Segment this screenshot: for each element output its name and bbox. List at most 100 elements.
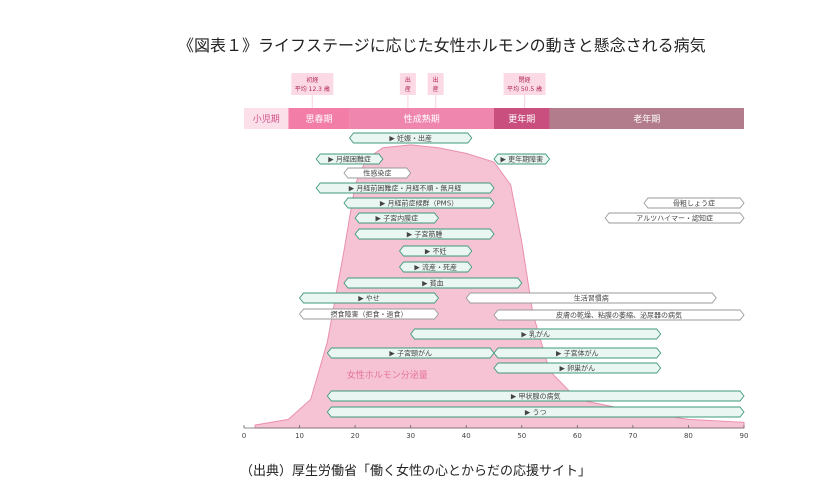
callout-label-2: 平均 50.5 歳: [507, 85, 542, 93]
x-tick-label: 60: [573, 432, 582, 440]
disease-bar-label: ▶ うつ: [525, 409, 547, 417]
disease-bar-label: ▶ 子宮内膜症: [375, 214, 418, 223]
disease-bar-label: 皮膚の乾燥、粘膜の萎縮、泌尿器の病気: [556, 311, 682, 320]
disease-bar-label: ▶ 子宮頸がん: [389, 349, 432, 358]
stage-1: [288, 108, 350, 129]
disease-bar-shape: [315, 153, 384, 165]
x-tick-label: 20: [351, 432, 360, 440]
disease-bar-shape: [493, 362, 662, 374]
disease-bar: ▶ 卵巣がん: [493, 362, 662, 374]
hormone-label: 女性ホルモン分泌量: [347, 369, 428, 381]
disease-bar: ▶ 貧血: [343, 277, 523, 289]
stage-label: 老年期: [633, 113, 660, 125]
stage-label: 思春期: [305, 113, 332, 125]
disease-bar-label: ▶ 月経困難症: [328, 155, 371, 164]
stage-label: 小児期: [253, 114, 280, 125]
disease-bar: 摂食障害（拒食・過食）: [298, 308, 440, 320]
x-tick-label: 80: [684, 432, 693, 440]
x-tick-label: 0: [242, 432, 246, 440]
disease-bar-label: ▶ 更年期障害: [500, 155, 543, 164]
disease-bar-label: アルツハイマー・認知症: [636, 214, 713, 223]
x-tick-label: 10: [295, 432, 304, 440]
disease-bar-label: ▶ 甲状腺の病気: [511, 392, 561, 401]
disease-bar-shape: [326, 390, 745, 402]
disease-bar-label: 骨粗しょう症: [673, 199, 715, 208]
stage-0: [244, 108, 289, 129]
disease-bar-label: ▶ 月経前困難症・月経不順・無月経: [349, 184, 462, 193]
disease-bar: ▶ やせ: [298, 292, 440, 304]
disease-bar: ▶ 月経前症候群（PMS）: [343, 197, 495, 209]
disease-bar-label: 生活習慣病: [574, 294, 609, 303]
disease-bar: アルツハイマー・認知症: [604, 212, 745, 224]
disease-bar-label: ▶ 流産・死産: [414, 263, 457, 272]
disease-bar-shape: [410, 328, 662, 340]
callout-label-1: 閉経: [519, 76, 531, 84]
disease-bar-label: ▶ 月経前症候群（PMS）: [380, 199, 458, 208]
disease-bar: 骨粗しょう症: [643, 197, 745, 209]
source-note: （出典）厚生労働省「働く女性の心とからだの応援サイト」: [239, 464, 591, 479]
disease-bar-label: 性感染症: [363, 169, 391, 178]
disease-bar-label: 摂食障害（拒食・過食）: [331, 310, 408, 319]
disease-bar-label: ▶ 貧血: [422, 279, 444, 288]
disease-bar: 生活習慣病: [465, 292, 717, 304]
disease-bar-shape: [354, 228, 495, 240]
disease-bar-shape: [298, 308, 440, 320]
disease-bar-shape: [343, 197, 495, 209]
disease-bar-shape: [398, 261, 473, 273]
disease-bar: ▶ 乳がん: [410, 328, 662, 340]
disease-bar: ▶ 妊娠・出産: [348, 132, 473, 144]
disease-bar-shape: [465, 292, 717, 304]
disease-bar-shape: [604, 212, 745, 224]
callout-label-1: 出: [405, 76, 411, 84]
disease-bar-shape: [315, 182, 495, 194]
disease-bar-label: ▶ 妊娠・出産: [389, 134, 432, 143]
x-tick-label: 90: [740, 432, 749, 440]
disease-bar-label: ▶ 子宮筋腫: [407, 230, 443, 239]
disease-bar-shape: [493, 153, 551, 165]
disease-bar-label: ▶ 子宮体がん: [556, 349, 599, 358]
disease-bar-label: ▶ 乳がん: [521, 330, 550, 339]
stage-label: 性成熟期: [404, 113, 440, 125]
page-title: 《図表１》ライフステージに応じた女性ホルモンの動きと懸念される病気: [178, 36, 706, 55]
disease-bar-shape: [326, 406, 745, 418]
disease-bar-shape: [343, 277, 523, 289]
disease-bar-label: ▶ 卵巣がん: [560, 364, 596, 373]
disease-bar-shape: [493, 309, 745, 321]
callout-box: [503, 73, 546, 95]
callout-label-2: 平均 12.3 歳: [295, 85, 330, 93]
callout-label-2: 産: [405, 85, 411, 93]
disease-bar: ▶ 月経前困難症・月経不順・無月経: [315, 182, 495, 194]
disease-bar-shape: [643, 197, 745, 209]
disease-bar-shape: [354, 212, 440, 224]
callout-box: [399, 73, 416, 95]
disease-bar-shape: [398, 245, 473, 257]
disease-bar-shape: [298, 292, 440, 304]
callout-label-2: 産: [433, 85, 439, 93]
disease-bar: ▶ 子宮内膜症: [354, 212, 440, 224]
callout-box: [427, 73, 444, 95]
callout-label-1: 初経: [306, 76, 318, 84]
disease-bar: 性感染症: [343, 167, 412, 179]
disease-bar: 皮膚の乾燥、粘膜の萎縮、泌尿器の病気: [493, 309, 745, 321]
disease-bar-label: ▶ 不妊: [425, 247, 447, 256]
stage-2: [349, 108, 494, 129]
x-tick-label: 50: [517, 432, 526, 440]
disease-bar: ▶ 月経困難症: [315, 153, 384, 165]
disease-bar: ▶ 甲状腺の病気: [326, 390, 745, 402]
x-tick-label: 70: [628, 432, 637, 440]
callout-box: [291, 73, 334, 95]
stage-label: 更年期: [508, 113, 535, 125]
disease-bar-shape: [493, 347, 662, 359]
disease-bar: ▶ 更年期障害: [493, 153, 551, 165]
disease-bar: ▶ 子宮体がん: [493, 347, 662, 359]
stage-3: [494, 108, 550, 129]
stage-4: [549, 108, 744, 129]
callout-label-1: 出: [433, 76, 439, 84]
disease-bar: ▶ うつ: [326, 406, 745, 418]
x-tick-label: 40: [462, 432, 471, 440]
disease-bar: ▶ 流産・死産: [398, 261, 473, 273]
